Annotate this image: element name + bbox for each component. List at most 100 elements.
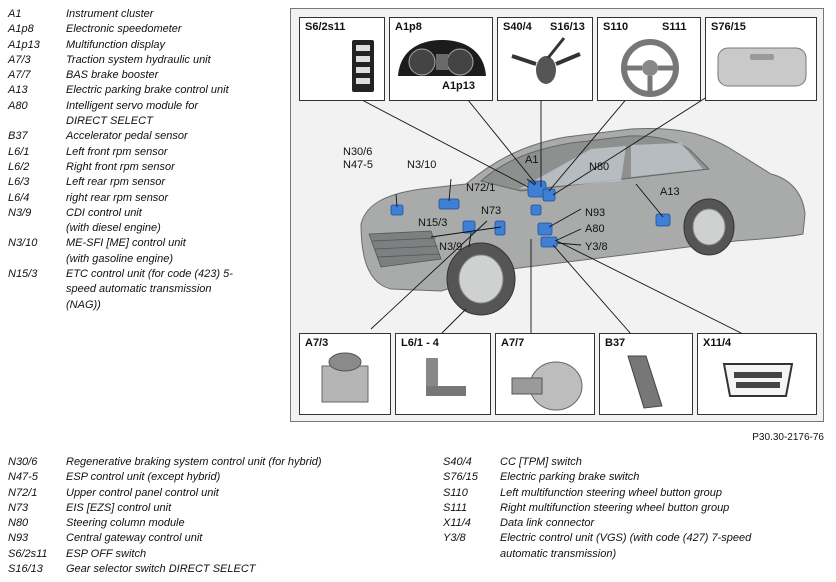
callout-n30-6: N30/6	[343, 146, 373, 158]
legend-code	[8, 221, 66, 236]
legend-code: A7/7	[8, 69, 31, 82]
legend-code: L6/3	[8, 176, 30, 189]
legend-description: (with diesel engine)	[66, 222, 161, 235]
callout-n80: N80	[589, 161, 610, 173]
box-s110: S110 S111	[597, 17, 701, 101]
callout-n72-1: N72/1	[466, 182, 496, 194]
legend-code: N30/6	[8, 456, 38, 468]
legend-code: A1p8	[8, 23, 34, 36]
esp-off-switch-icon	[352, 40, 374, 92]
data-link-connector-icon	[722, 363, 794, 397]
legend-description: Right front rpm sensor	[66, 160, 175, 173]
legend-code: S16/13	[8, 563, 43, 576]
legend-code: L6/4	[8, 191, 30, 204]
legend-description: Data link connector	[500, 517, 595, 530]
legend-code: N72/1	[8, 486, 38, 499]
legend-description: Electric parking brake switch	[500, 471, 640, 484]
legend-code: A7/3	[8, 53, 31, 66]
legend-row: automatic transmission)	[443, 547, 823, 562]
legend-description: DIRECT SELECT	[66, 115, 153, 128]
box-s6-2s11: S6/2s11	[299, 17, 385, 101]
legend-row: (NAG))	[8, 298, 278, 313]
legend-description: ESP OFF switch	[66, 547, 147, 560]
brake-booster-icon	[511, 361, 583, 411]
legend-code: S110	[443, 486, 468, 499]
legend-description: (with gasoline engine)	[66, 252, 174, 265]
car-illustration	[340, 73, 806, 335]
callout-n93: N93	[585, 207, 606, 219]
legend-row: S16/13 Gear selector switch DIRECT SELECT	[8, 562, 438, 577]
legend-description: Right multifunction steering wheel butto…	[500, 501, 730, 514]
box-label-secondary: S111	[662, 21, 687, 33]
box-label: B37	[605, 337, 626, 349]
box-label: X11/4	[703, 337, 732, 349]
box-a7-7: A7/7	[495, 333, 595, 415]
legend-code: S111	[443, 501, 468, 514]
legend-row: A13 Electric parking brake control unit	[8, 83, 278, 98]
legend-code: N73	[8, 501, 29, 514]
hydraulic-unit-icon	[321, 352, 369, 403]
legend-code: A13	[8, 84, 28, 97]
callout-y3-8: Y3/8	[585, 241, 608, 253]
legend-code	[8, 252, 66, 267]
legend-description: Central gateway control unit	[66, 532, 203, 545]
legend-code	[8, 114, 66, 129]
box-s76-15: S76/15	[705, 17, 817, 101]
box-label-secondary: S16/13	[550, 21, 585, 33]
legend-description: ETC control unit (for code (423) 5-	[66, 268, 233, 281]
parking-brake-switch-icon	[717, 47, 807, 87]
legend-code: N80	[8, 517, 29, 530]
rpm-sensor-icon	[426, 358, 466, 396]
legend-description: Left rear rpm sensor	[66, 176, 166, 189]
legend-description: CC [TPM] switch	[500, 456, 582, 468]
legend-description: automatic transmission)	[500, 547, 617, 560]
legend-code: A1p13	[8, 38, 40, 51]
box-label: L6/1 - 4	[401, 337, 439, 349]
legend-row: S111 Right multifunction steering wheel b…	[443, 501, 823, 516]
box-label: S110	[603, 21, 629, 33]
legend-code: N3/9	[8, 206, 32, 219]
callout-n47-5: N47-5	[343, 159, 373, 171]
box-s40-4: S40/4 S16/13	[497, 17, 593, 101]
leader-lines	[340, 73, 744, 335]
box-label: A1p8	[395, 21, 422, 33]
legend-code: L6/1	[8, 145, 30, 158]
callout-n3-10: N3/10	[407, 159, 437, 171]
callout-n15-3: N15/3	[418, 217, 448, 229]
legend-code: X11/4	[443, 517, 471, 530]
callout-n73: N73	[481, 205, 502, 217]
legend-code: A80	[8, 99, 28, 112]
callout-n3-9: N3/9	[439, 241, 463, 253]
legend-description: Electric parking brake control unit	[66, 84, 229, 97]
legend-description: (NAG))	[66, 298, 101, 311]
legend-row: DIRECT SELECT	[8, 114, 278, 129]
box-b37: B37	[599, 333, 693, 415]
legend-code: S6/2s11	[8, 547, 48, 560]
legend-description: Gear selector switch DIRECT SELECT	[66, 563, 256, 576]
box-label: A7/3	[305, 337, 329, 349]
box-l6-1-4: L6/1 - 4	[395, 333, 491, 415]
box-x11-4: X11/4	[697, 333, 817, 415]
highlighted-modules	[390, 180, 671, 248]
box-label: A7/7	[501, 337, 525, 349]
legend-description: ESP control unit (except hybrid)	[66, 471, 221, 484]
legend-code: B37	[8, 130, 28, 143]
box-a7-3: A7/3	[299, 333, 391, 415]
component-diagram: S6/2s11 A1p8 A1p13 S40/4 S16/13 S110	[290, 8, 824, 422]
callout-a13: A13	[660, 186, 680, 198]
